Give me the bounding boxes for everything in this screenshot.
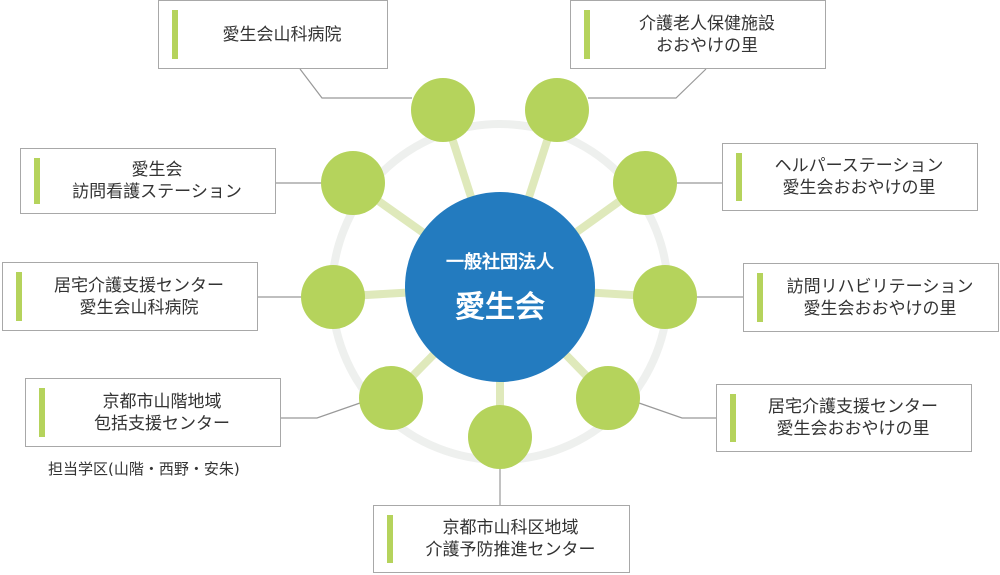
- center-subtitle: 一般社団法人: [446, 252, 554, 273]
- facility-name: 京都市山階地域包括支援センター: [76, 391, 230, 435]
- facility-node: [525, 78, 589, 142]
- facility-node: [359, 366, 423, 430]
- facility-note: 担当学区(山階・西野・安朱): [48, 460, 240, 478]
- connector-line: [588, 68, 707, 99]
- facility-node: [321, 151, 385, 215]
- facility-name-line: おおやけの里: [656, 35, 758, 56]
- facility-name-line: 京都市山科区地域: [442, 518, 579, 538]
- facility-name: 訪問リハビリテーション愛生会おおやけの里: [769, 276, 974, 320]
- facility-name: 介護老人保健施設おおやけの里: [621, 13, 775, 57]
- facility-name: 居宅介護支援センター愛生会山科病院: [36, 275, 224, 319]
- accent-bar: [736, 153, 742, 201]
- facility-box: 居宅介護支援センター愛生会おおやけの里: [716, 384, 972, 452]
- facility-name: 京都市山科区地域介護予防推進センター: [408, 517, 596, 561]
- accent-bar: [34, 158, 40, 204]
- facility-name: ヘルパーステーション愛生会おおやけの里: [757, 155, 944, 199]
- facility-name-line: 愛生会おおやけの里: [782, 178, 936, 198]
- connector-line: [281, 402, 361, 419]
- facility-node: [411, 78, 475, 142]
- accent-bar: [757, 273, 763, 322]
- facility-name-line: 愛生会おおやけの里: [803, 298, 957, 319]
- facility-box: 京都市山科区地域介護予防推進センター: [373, 505, 630, 573]
- accent-bar: [39, 388, 45, 437]
- facility-name-line: 介護老人保健施設: [639, 13, 775, 34]
- facility-name: 愛生会山科病院: [205, 24, 342, 46]
- accent-bar: [584, 10, 590, 59]
- center-organization: 一般社団法人 愛生会: [405, 192, 595, 382]
- connector-line: [299, 68, 412, 99]
- facility-name-line: 介護予防推進センター: [425, 540, 596, 560]
- facility-name-line: ヘルパーステーション: [774, 156, 944, 176]
- facility-box: 介護老人保健施設おおやけの里: [570, 0, 826, 69]
- facility-name-line: 居宅介護支援センター: [54, 275, 224, 296]
- facility-box: 居宅介護支援センター愛生会山科病院: [2, 262, 258, 331]
- facility-name-line: 愛生会おおやけの里: [776, 419, 930, 439]
- facility-name-line: 訪問リハビリテーション: [786, 276, 974, 297]
- facility-name-line: 京都市山階地域: [102, 391, 222, 412]
- facility-box: 訪問リハビリテーション愛生会おおやけの里: [743, 263, 999, 332]
- facility-name: 居宅介護支援センター愛生会おおやけの里: [750, 396, 938, 440]
- facility-name-line: 愛生会山科病院: [79, 297, 199, 318]
- accent-bar: [172, 10, 178, 59]
- facility-name-line: 愛生会: [131, 160, 183, 180]
- accent-bar: [16, 272, 22, 321]
- facility-node: [613, 151, 677, 215]
- facility-node: [633, 265, 697, 329]
- facility-node: [301, 265, 365, 329]
- center-title: 愛生会: [455, 290, 545, 325]
- facility-name-line: 訪問看護ステーション: [72, 182, 242, 202]
- connector-line: [638, 402, 716, 419]
- facility-node: [468, 405, 532, 469]
- facility-box: ヘルパーステーション愛生会おおやけの里: [722, 143, 978, 211]
- facility-name: 愛生会訪問看護ステーション: [54, 159, 242, 203]
- facility-name-line: 愛生会山科病院: [222, 24, 342, 45]
- accent-bar: [730, 394, 736, 442]
- facility-box: 愛生会山科病院: [158, 0, 388, 69]
- facility-name-line: 包括支援センター: [94, 413, 230, 434]
- accent-bar: [387, 515, 393, 563]
- facility-box: 愛生会訪問看護ステーション: [20, 148, 276, 214]
- facility-node: [576, 366, 640, 430]
- facility-box: 京都市山階地域包括支援センター: [25, 378, 281, 447]
- facility-name-line: 居宅介護支援センター: [768, 397, 938, 417]
